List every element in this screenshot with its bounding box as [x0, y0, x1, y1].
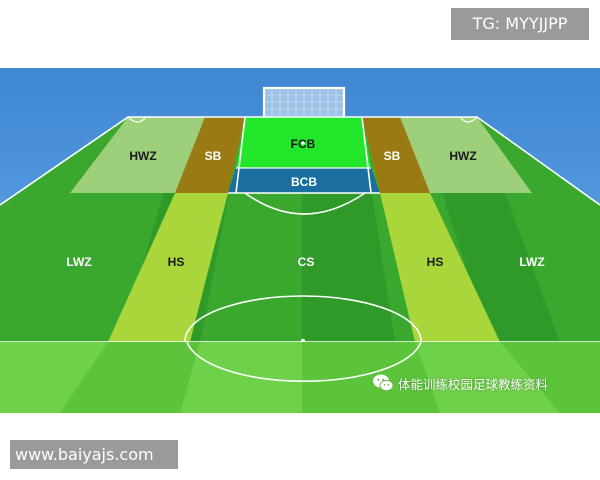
zone-hs-left [108, 193, 228, 342]
wechat-icon [373, 374, 394, 392]
zone-sb-left [175, 117, 245, 193]
foreground-stripes [0, 342, 560, 413]
zone-hs-right [380, 193, 500, 342]
zone-label-lwz-right: LWZ [519, 255, 544, 269]
zone-label-hwz-left: HWZ [129, 149, 156, 163]
zone-label-cs: CS [298, 255, 315, 269]
watermark-bottom: www.baiyajs.com [10, 440, 178, 469]
wechat-watermark: 体能训练校园足球教练资料 [372, 372, 598, 394]
watermark-top: TG: MYYJJPP [451, 8, 589, 40]
penalty-spot [301, 141, 305, 145]
wechat-watermark-text: 体能训练校园足球教练资料 [398, 376, 549, 392]
zone-label-hs-right: HS [427, 255, 444, 269]
zone-label-fcb: FCB [291, 137, 316, 151]
zone-label-hwz-right: HWZ [449, 149, 476, 163]
zone-sb-right [362, 117, 430, 193]
zone-label-sb-right: SB [384, 149, 401, 163]
zone-label-sb-left: SB [205, 149, 222, 163]
zone-label-hs-left: HS [168, 255, 185, 269]
zone-bcb [228, 168, 380, 193]
goal [262, 86, 346, 117]
zone-label-lwz-left: LWZ [66, 255, 91, 269]
zone-label-bcb: BCB [291, 175, 317, 189]
